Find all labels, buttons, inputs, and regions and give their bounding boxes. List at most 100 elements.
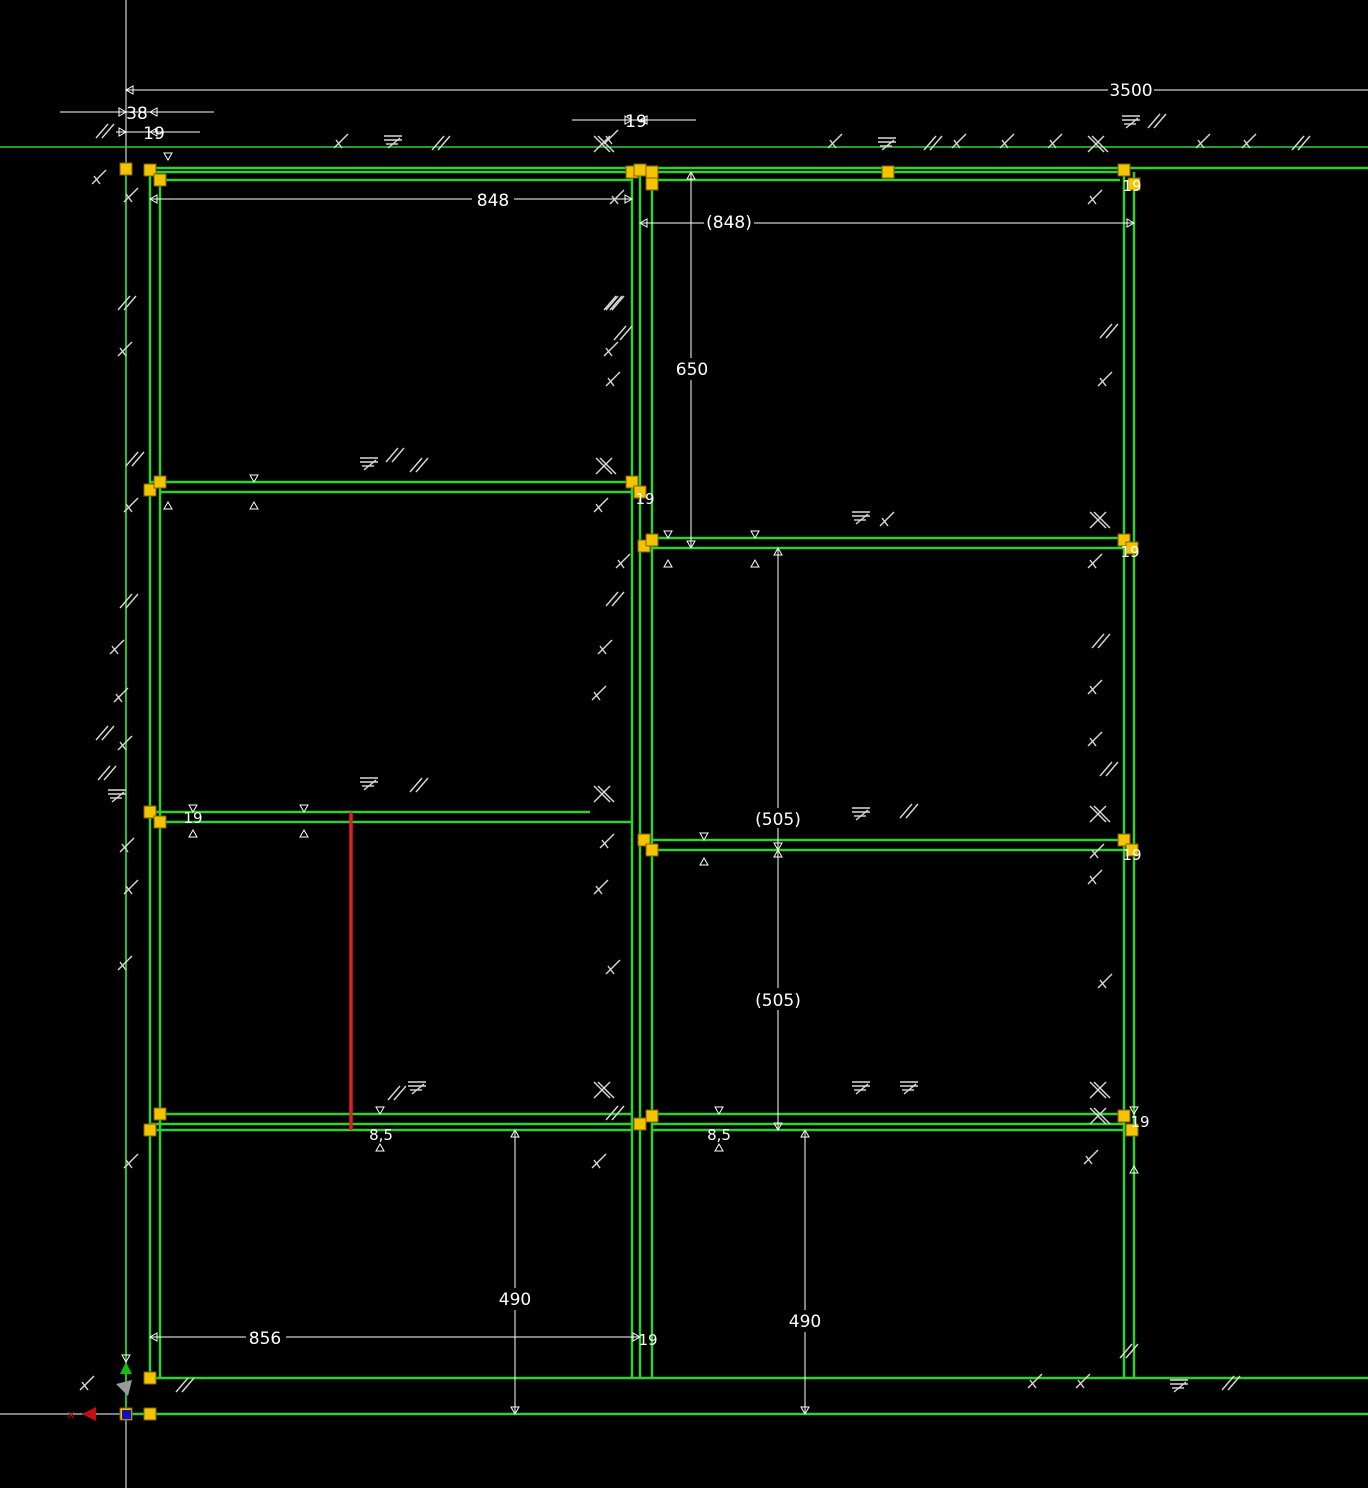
dimension-arrow-icon [663,558,673,568]
perpendicular-constraint-icon [591,685,607,701]
dim-overall-width[interactable]: 3500 [1109,81,1152,101]
endpoint-marker-icon[interactable] [637,833,651,847]
endpoint-markers[interactable] [119,162,1141,1421]
cabinet-geometry[interactable] [0,146,1368,1416]
dimension-arrow-icon [714,1142,724,1152]
endpoint-marker-icon[interactable] [143,163,157,177]
dim-left-lower-offset[interactable]: 8,5 [369,1126,393,1144]
endpoint-marker-icon[interactable] [143,483,157,497]
perpendicular-constraint-icon [591,1153,607,1169]
dim-bottom-right-height[interactable]: 490 [789,1312,821,1332]
dimension-arrow-icon [1126,218,1136,228]
endpoint-marker-icon[interactable] [1127,177,1141,191]
coincident-constraint-icon [878,137,896,151]
dimension-arrow-icon [510,1128,520,1138]
view-cube-icon [116,1380,132,1396]
coincident-constraint-icon [1170,1379,1188,1393]
endpoint-marker-icon[interactable] [119,162,133,176]
dim-left-thickness[interactable]: 19 [143,124,165,144]
perpendicular-constraint-icon [1087,731,1103,747]
dimension-arrow-icon [800,1128,810,1138]
perpendicular-constraint-icon [605,371,621,387]
endpoint-marker-icon[interactable] [153,475,167,489]
perpendicular-constraint-icon [1047,133,1063,149]
endpoint-marker-icon[interactable] [881,165,895,179]
endpoint-marker-icon[interactable] [633,485,647,499]
endpoint-marker-icon[interactable] [143,1407,157,1421]
perpendicular-constraint-icon [117,341,133,357]
coincident-constraint-icon [1089,1107,1111,1125]
dimension-arrow-icon [118,127,128,137]
perpendicular-constraint-icon [79,1375,95,1391]
endpoint-marker-icon[interactable] [1117,833,1131,847]
dim-upper-shelf-thickness[interactable]: 19 [635,490,654,508]
perpendicular-constraint-icon [879,511,895,527]
perpendicular-constraint-icon [113,687,129,703]
endpoint-marker-icon[interactable] [645,1109,659,1123]
perpendicular-constraint-icon [999,133,1015,149]
dimension-arrow-icon [773,842,783,852]
endpoint-marker-icon[interactable] [143,1371,157,1385]
endpoint-marker-icon[interactable] [633,163,647,177]
dimension-arrow-icon [148,194,158,204]
parallel-constraint-icon [1099,323,1119,339]
perpendicular-constraint-icon [827,133,843,149]
x-axis-glyph: × [66,1408,76,1422]
endpoint-marker-icon[interactable] [645,165,659,179]
endpoint-marker-icon[interactable] [153,173,167,187]
dim-right-middle-upper[interactable]: (505) [755,810,801,830]
perpendicular-constraint-icon [1027,1373,1043,1389]
parallel-constraint-icon [97,765,117,781]
perpendicular-constraint-icon [1087,679,1103,695]
endpoint-marker-icon[interactable] [1125,843,1139,857]
dim-top-left-span[interactable]: 848 [477,191,509,211]
perpendicular-constraint-icon [593,879,609,895]
endpoint-marker-icon[interactable] [1125,541,1139,555]
perpendicular-constraint-icon [597,639,613,655]
perpendicular-constraint-icon [117,735,133,751]
dim-right-upper-height[interactable]: 650 [676,360,708,380]
parallel-constraint-icon [605,295,625,311]
endpoint-marker-icon[interactable] [645,843,659,857]
dim-right-shelf-mid-thickness[interactable]: 19 [1122,846,1141,864]
endpoint-marker-icon[interactable] [625,475,639,489]
perpendicular-constraint-icon [119,837,135,853]
endpoint-marker-icon[interactable] [645,177,659,191]
coincident-constraint-icon [1089,805,1111,823]
perpendicular-constraint-icon [609,189,625,205]
dim-right-shelf-low-thickness[interactable]: 19 [1130,1113,1149,1131]
dim-right-lower-offset[interactable]: 8,5 [707,1126,731,1144]
dim-right-upper-shelf-thickness[interactable]: 19 [1120,543,1139,561]
endpoint-marker-icon[interactable] [143,805,157,819]
coincident-constraint-icon [593,785,615,803]
dim-right-top-thickness[interactable]: 19 [1122,177,1141,195]
dim-left-offset[interactable]: 38 [126,104,148,124]
perpendicular-constraint-icon [117,955,133,971]
endpoint-marker-icon[interactable] [1117,1109,1131,1123]
dim-bottom-left-height[interactable]: 490 [499,1290,531,1310]
parallel-constraint-icon [613,325,633,341]
parallel-constraint-icon [923,135,943,151]
endpoint-marker-icon[interactable] [153,815,167,829]
dim-bottom-mid-thickness[interactable]: 19 [638,1331,657,1349]
perpendicular-constraint-icon [123,497,139,513]
dim-right-middle-lower[interactable]: (505) [755,991,801,1011]
endpoint-marker-icon[interactable] [645,533,659,547]
dim-left-shelf-thickness[interactable]: 19 [183,809,202,827]
z-axis-marker-icon [122,1410,131,1419]
endpoint-marker-icon[interactable] [633,1117,647,1131]
coincident-constraint-icon [852,511,870,525]
endpoint-marker-icon[interactable] [1117,163,1131,177]
perpendicular-constraint-icon [1083,1149,1099,1165]
endpoint-marker-icon[interactable] [153,1107,167,1121]
perpendicular-constraint-icon [605,959,621,975]
dimension-arrow-icon [118,107,128,117]
endpoint-marker-icon[interactable] [1125,1123,1139,1137]
endpoint-marker-icon[interactable] [143,1123,157,1137]
dim-bottom-left-span[interactable]: 856 [249,1329,281,1349]
coincident-constraint-icon [852,807,870,821]
dim-top-right-span[interactable]: (848) [706,213,752,233]
dim-middle-thickness[interactable]: 19 [625,112,647,132]
